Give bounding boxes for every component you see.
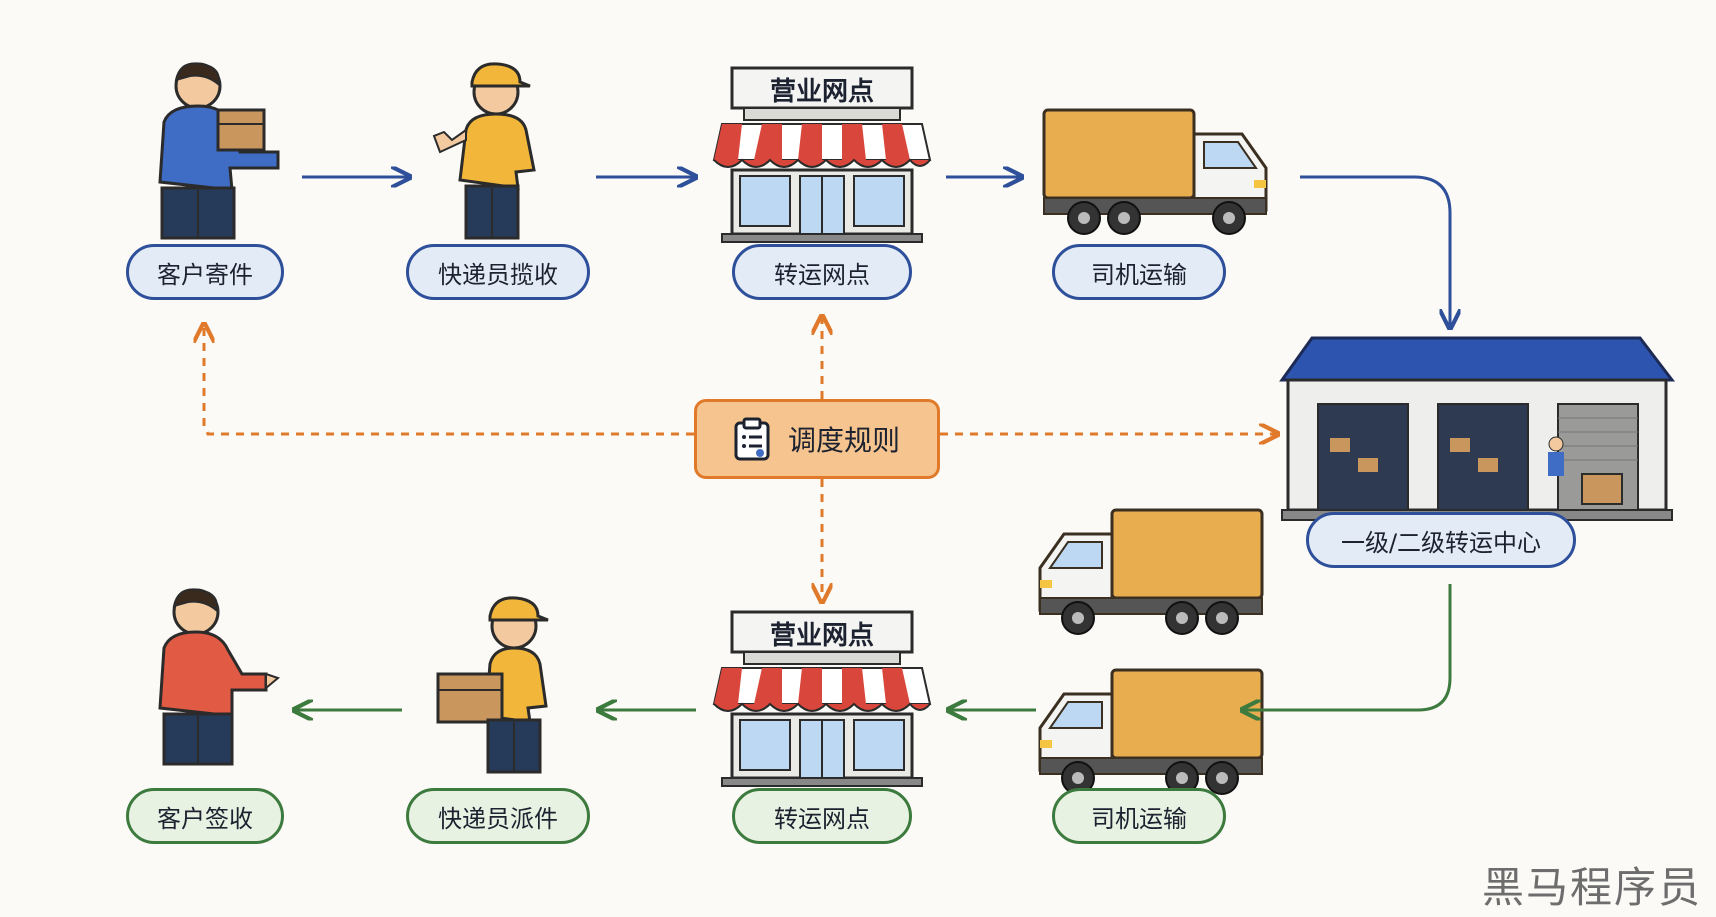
customer-sending-illustration xyxy=(158,62,280,240)
label-driver-transport-bottom: 司机运输 xyxy=(1052,788,1226,844)
dispatch-rule-box: 调度规则 xyxy=(694,399,940,479)
label-transfer-hub: 一级/二级转运中心 xyxy=(1306,512,1576,568)
arrow-truck-to-hub xyxy=(1300,175,1450,326)
dispatch-rule-label: 调度规则 xyxy=(787,424,900,457)
blue-flow-arrows xyxy=(302,177,1450,326)
label-customer-receive: 客户签收 xyxy=(126,788,284,844)
label-driver-transport-top: 司机运输 xyxy=(1052,244,1226,300)
green-flow-arrows xyxy=(296,584,1452,710)
store-sign-top: 营业网点 xyxy=(770,76,874,107)
truck-bottom-illustration xyxy=(1038,668,1264,796)
clipboard-icon xyxy=(734,417,770,461)
label-transfer-outlet-top: 转运网点 xyxy=(732,244,912,300)
customer-receiving-illustration xyxy=(158,588,281,766)
truck-top-illustration xyxy=(1042,108,1268,236)
truck-middle-illustration xyxy=(1038,508,1264,636)
label-customer-send: 客户寄件 xyxy=(126,244,284,300)
label-transfer-outlet-bottom: 转运网点 xyxy=(732,788,912,844)
store-sign-bottom: 营业网点 xyxy=(770,620,874,651)
label-courier-deliver: 快递员派件 xyxy=(406,788,590,844)
watermark: 黑马程序员 xyxy=(1481,863,1702,912)
courier-delivery-illustration xyxy=(436,596,549,774)
dispatch-rule-arrows xyxy=(204,318,1276,600)
arrow-hub-to-truck xyxy=(1244,584,1452,710)
dispatch-to-customer xyxy=(204,326,694,436)
courier-pickup-illustration xyxy=(432,62,536,240)
transfer-hub-illustration xyxy=(1279,336,1676,521)
label-courier-pickup: 快递员揽收 xyxy=(406,244,590,300)
